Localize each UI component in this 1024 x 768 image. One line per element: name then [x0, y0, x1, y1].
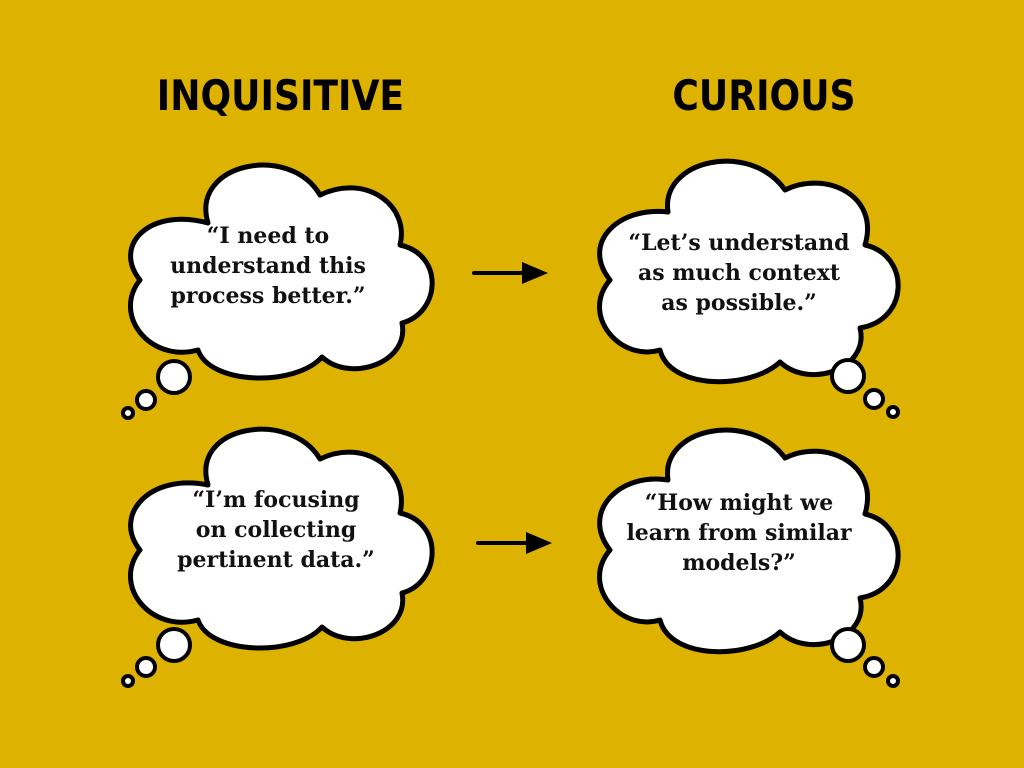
thought-text-bottom-left: “I’m focusing on collecting pertinent da…	[177, 487, 375, 573]
thought-bubble-bottom-right: “How might we learn from similar models?…	[580, 420, 920, 710]
arrow-right-icon	[476, 532, 552, 554]
thought-bubble-icon	[597, 427, 901, 688]
thought-bubble-icon	[121, 426, 435, 688]
thought-text-top-left: “I need to understand this process bette…	[170, 223, 366, 309]
thought-bubble-icon	[121, 162, 435, 420]
thought-bubble-icon	[597, 158, 901, 419]
thought-text-top-right: “Let’s understand as much context as pos…	[628, 230, 850, 316]
thought-bubble-top-right: “Let’s understand as much context as pos…	[580, 150, 920, 440]
thought-text-bottom-right: “How might we learn from similar models?…	[626, 490, 852, 576]
arrow-right-icon	[472, 262, 548, 284]
thought-bubble-bottom-left: “I’m focusing on collecting pertinent da…	[110, 415, 450, 705]
thought-bubble-top-left: “I need to understand this process bette…	[110, 145, 450, 435]
heading-inquisitive: INQUISITIVE	[156, 71, 405, 120]
heading-curious: CURIOUS	[672, 71, 856, 120]
